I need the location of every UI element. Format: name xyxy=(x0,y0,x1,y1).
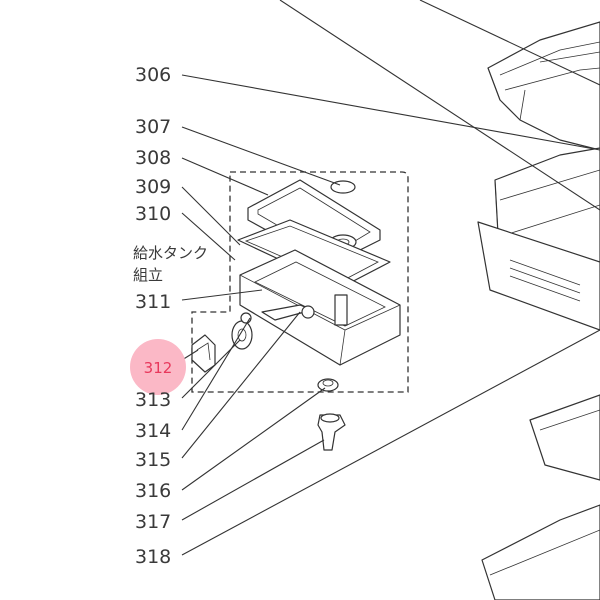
label-307: 307 xyxy=(135,116,171,138)
upper-freezer-drawer xyxy=(487,21,600,151)
leader-lines xyxy=(181,0,600,556)
filter-312 xyxy=(191,334,216,373)
label-315: 315 xyxy=(135,449,171,471)
label-314: 314 xyxy=(135,420,171,442)
bottom-drawer xyxy=(481,504,600,600)
float-315 xyxy=(261,304,315,321)
label-316: 316 xyxy=(135,480,171,502)
water-tank-311 xyxy=(239,249,401,366)
label-310-name-line1: 給水タンク xyxy=(133,244,208,262)
highlight-badge xyxy=(130,339,186,395)
label-313: 313 xyxy=(135,389,171,411)
vegetable-drawer xyxy=(477,147,600,331)
label-310: 310 xyxy=(135,203,171,225)
cap-316 xyxy=(317,378,339,392)
label-309: 309 xyxy=(135,176,171,198)
label-306: 306 xyxy=(135,64,171,86)
label-317: 317 xyxy=(135,511,171,533)
nozzle-317 xyxy=(317,413,346,451)
lower-drawer xyxy=(529,394,600,481)
valve-313-314 xyxy=(231,312,253,350)
label-311: 311 xyxy=(135,291,171,313)
label-318: 318 xyxy=(135,546,171,568)
tank-assembly-boundary xyxy=(191,171,409,393)
label-312-highlight[interactable]: 312 xyxy=(130,339,186,395)
label-312: 312 xyxy=(144,359,173,377)
label-310-name-line2: 組立 xyxy=(133,266,163,284)
label-308: 308 xyxy=(135,147,171,169)
